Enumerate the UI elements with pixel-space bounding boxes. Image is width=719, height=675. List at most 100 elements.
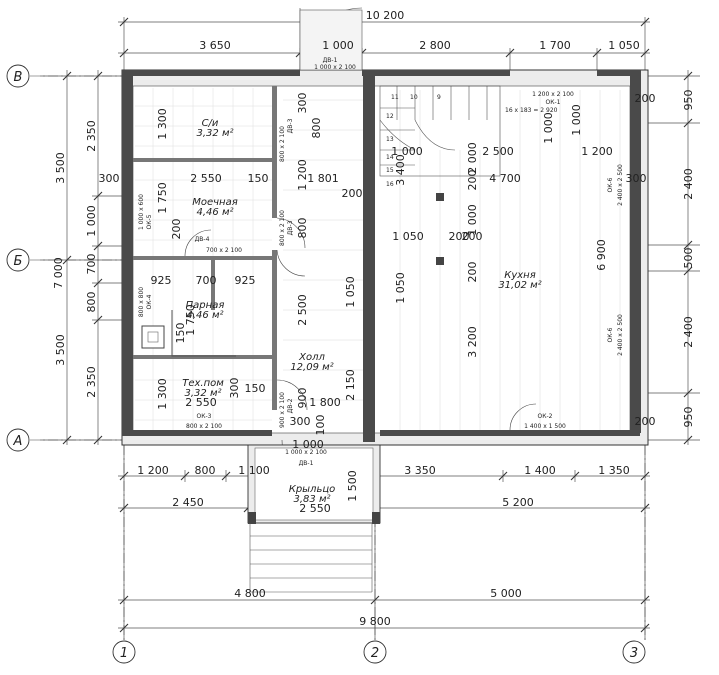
dim-total-top: 10 200 — [366, 9, 405, 22]
axis-label-1: 1 — [120, 646, 128, 661]
dim-bottom: 3 350 — [404, 464, 436, 477]
stair-step-13: 13 — [386, 136, 394, 143]
opening-size: 900 х 2 100 — [279, 392, 286, 428]
opening-size: 1 000 х 600 — [138, 194, 145, 230]
porch-steps — [249, 523, 373, 593]
opening-size: 2 400 х 2 500 — [617, 314, 624, 356]
opening-tag: ОК-1 — [546, 99, 561, 106]
tile-grid — [135, 88, 272, 430]
stair-step-10: 10 — [410, 94, 418, 101]
inner-dim: 925 — [151, 274, 172, 287]
stair-step-9: 9 — [437, 94, 441, 101]
inner-dim: 2 150 — [344, 369, 357, 401]
axis-bubbles — [6, 64, 646, 664]
dim-bottom: 1 350 — [598, 464, 630, 477]
stair-step-16: 16 — [386, 181, 394, 188]
inner-dim: 200 — [449, 230, 470, 243]
opening-size: 800 х 800 — [138, 287, 145, 317]
dim-bottom: 1 100 — [238, 464, 270, 477]
opening-size: 800 х 2 100 — [279, 126, 286, 162]
inner-dim: 1 050 — [344, 276, 357, 308]
inner-dim: 1 050 — [392, 230, 424, 243]
dim-top: 1 050 — [608, 39, 640, 52]
room-name: Моечная — [192, 197, 238, 208]
partitions — [133, 86, 277, 410]
inner-dim: 4 700 — [489, 172, 521, 185]
dim-right: 950 — [682, 90, 695, 111]
inner-dim: 1 000 — [466, 204, 479, 236]
dim-bottom: 1 400 — [524, 464, 556, 477]
stove-inner — [147, 331, 159, 343]
stair-step-11: 11 — [391, 94, 399, 101]
room-area: 4,46 м² — [197, 207, 234, 218]
opening-tag: ДВ-3 — [287, 118, 294, 133]
inner-dim: 2 000 — [466, 142, 479, 174]
opening-tag: ДВ-1 — [323, 57, 338, 64]
inner-dim: 200 — [342, 187, 363, 200]
inner-dim: 300 — [296, 93, 309, 114]
axis-label-3: 3 — [630, 646, 638, 661]
dim-bottom: 5 200 — [502, 496, 534, 509]
inner-dim: 800 — [296, 218, 309, 239]
inner-dim: 1 800 — [309, 396, 341, 409]
opening-size: 1 200 х 2 100 — [532, 91, 574, 98]
room-name: Тех.пом — [182, 378, 224, 389]
room-name: Крыльцо — [289, 484, 336, 495]
dim-bottom: 5 000 — [490, 587, 522, 600]
dim-top: 3 650 — [199, 39, 231, 52]
inner-dimensions: 1 300 800 300 2 550 150 1 801 1 200 200 … — [99, 92, 656, 515]
inner-dim: 2 500 — [296, 294, 309, 326]
inner-dim: 2 550 — [185, 396, 217, 409]
room-name: Кухня — [504, 270, 536, 281]
opening-tag: ОК-6 — [607, 327, 614, 342]
opening-tag: ДВ-3 — [287, 220, 294, 235]
dim-top: 2 800 — [419, 39, 451, 52]
dim-left: 700 — [85, 254, 98, 275]
inner-dim: 1 200 — [296, 159, 309, 191]
opening-tag: ОК-3 — [197, 413, 212, 420]
opening-tag: ОК-6 — [607, 177, 614, 192]
dim-top: 1 000 — [322, 39, 354, 52]
dim-total-left: 7 000 — [52, 257, 65, 289]
axis-label-v: В — [14, 70, 23, 85]
porch-post — [372, 512, 380, 524]
opening-size: 700 х 2 100 — [206, 247, 242, 254]
opening-size: 800 х 2 100 — [186, 423, 222, 430]
inner-dim: 200 — [466, 262, 479, 283]
inner-dim: 1 000 — [391, 145, 423, 158]
opening-size: 1 000 х 2 100 — [314, 64, 356, 71]
inner-dim: 700 — [196, 274, 217, 287]
inner-dim: 1 000 — [542, 112, 555, 144]
inner-dim: 900 — [296, 388, 309, 409]
dim-right: 2 400 — [682, 168, 695, 200]
room-area: 12,09 м² — [290, 362, 333, 373]
inner-dim: 1 801 — [307, 172, 339, 185]
room-area: 3,32 м² — [197, 128, 234, 139]
room-name: Холл — [298, 352, 325, 363]
bearing-walls — [122, 70, 641, 442]
stair-step-15: 15 — [386, 167, 394, 174]
room-area: 4,46 м² — [187, 310, 224, 321]
axis-label-b: Б — [14, 254, 23, 269]
dimension-ticks — [62, 17, 693, 633]
inner-dim: 200 — [466, 170, 479, 191]
inner-dim: 200 — [462, 230, 483, 243]
opening-tag: ДВ-2 — [287, 398, 294, 413]
opening-size: 1 400 х 1 500 — [524, 423, 566, 430]
opening-size: 1 000 х 2 100 — [285, 449, 327, 456]
room-area: 3,32 м² — [185, 388, 222, 399]
stair-step-12: 12 — [386, 113, 394, 120]
inner-dim: 3 200 — [466, 326, 479, 358]
dim-right: 950 — [682, 407, 695, 428]
top-door-opening — [299, 9, 363, 71]
inner-dim: 300 — [626, 172, 647, 185]
dim-bottom: 800 — [195, 464, 216, 477]
dim-left: 3 500 — [54, 152, 67, 184]
stair-step-14: 14 — [386, 154, 394, 161]
dim-left: 3 500 — [54, 334, 67, 366]
dim-total-bottom: 9 800 — [359, 615, 391, 628]
inner-dim: 3 400 — [394, 154, 407, 186]
dim-left: 2 350 — [85, 366, 98, 398]
pillar — [436, 193, 444, 201]
inner-dim: 1 300 — [156, 108, 169, 140]
